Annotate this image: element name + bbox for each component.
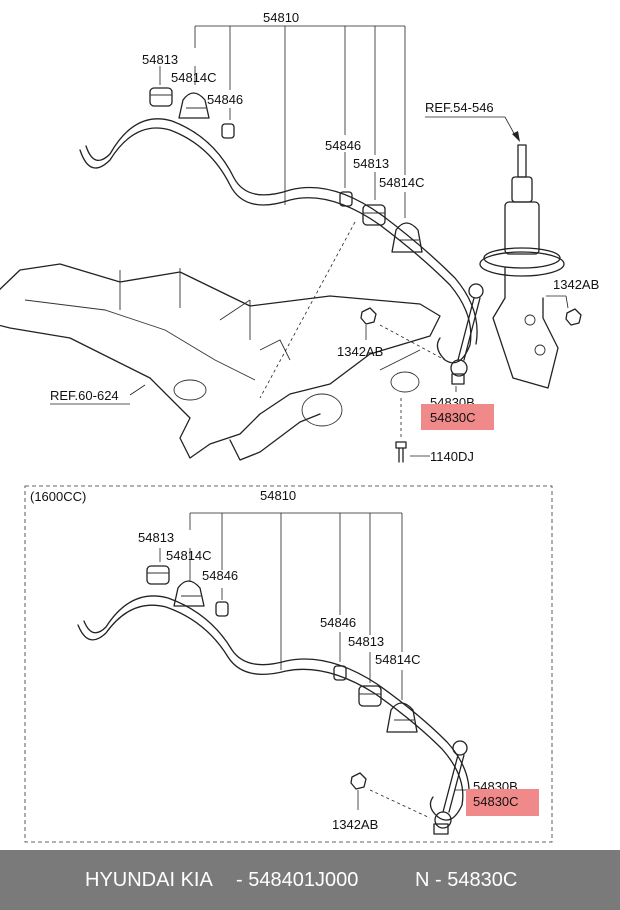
top-bushing-right-label: 54813 bbox=[353, 156, 389, 171]
top-nut-strut-label: 1342AB bbox=[553, 277, 599, 292]
footer-part-number: - 548401J000 bbox=[236, 868, 359, 891]
bottom-stabilizer-link bbox=[433, 740, 468, 835]
footer-ref-number: N - 54830C bbox=[415, 868, 518, 891]
top-link-c-label: 54830C bbox=[430, 410, 476, 425]
top-collar-left bbox=[221, 123, 235, 139]
bottom-nut-link bbox=[350, 772, 367, 790]
bottom-callout-tree bbox=[159, 512, 403, 700]
bottom-bracket-left bbox=[173, 580, 205, 607]
top-ref-crossmember-label: REF.60-624 bbox=[50, 388, 119, 403]
top-bracket-right-label: 54814C bbox=[379, 175, 425, 190]
bottom-collar-left-label: 54846 bbox=[202, 568, 238, 583]
top-nut-link-label: 1342AB bbox=[337, 344, 383, 359]
bottom-collar-right-label: 54846 bbox=[320, 615, 356, 630]
top-bracket-left-label: 54814C bbox=[171, 70, 217, 85]
top-ref-strut-arrowhead bbox=[512, 131, 520, 142]
bottom-nut-link-label: 1342AB bbox=[332, 817, 378, 832]
footer-bar: HYUNDAI KIA - 548401J000 N - 54830C bbox=[0, 850, 620, 910]
bottom-link-c-label: 54830C bbox=[473, 794, 519, 809]
top-nut-strut bbox=[565, 308, 582, 326]
bottom-bracket-left-label: 54814C bbox=[166, 548, 212, 563]
bottom-bushing-right bbox=[358, 685, 382, 707]
top-bushing-left bbox=[149, 87, 173, 107]
bottom-bracket-right bbox=[386, 702, 418, 733]
top-callout-tree bbox=[159, 25, 406, 218]
bottom-bushing-left bbox=[146, 565, 170, 585]
bottom-variant-label: (1600CC) bbox=[30, 489, 86, 504]
bottom-bracket-right-label: 54814C bbox=[375, 652, 421, 667]
top-collar-left-label: 54846 bbox=[207, 92, 243, 107]
footer-brand: HYUNDAI KIA bbox=[85, 868, 213, 891]
top-ref-strut-label: REF.54-546 bbox=[425, 100, 494, 115]
top-stabilizer-link bbox=[450, 283, 484, 385]
top-stabilizer-bar bbox=[79, 118, 478, 364]
top-bushing-left-label: 54813 bbox=[142, 52, 178, 67]
top-strut-assembly bbox=[479, 144, 565, 389]
bottom-bushing-left-label: 54813 bbox=[138, 530, 174, 545]
bottom-stabilizer-bar-label: 54810 bbox=[260, 488, 296, 503]
top-stabilizer-bar-label: 54810 bbox=[263, 10, 299, 25]
top-crossmember bbox=[0, 263, 441, 461]
parts-diagram: 54810 54813 54814C 54846 54846 54813 548… bbox=[0, 10, 599, 843]
top-bracket-left bbox=[178, 92, 210, 119]
top-ref-crossmember-arrow bbox=[129, 384, 146, 396]
top-nut-link bbox=[360, 307, 377, 325]
top-bracket-right bbox=[391, 222, 423, 253]
bottom-bushing-right-label: 54813 bbox=[348, 634, 384, 649]
bottom-collar-left bbox=[215, 601, 229, 617]
top-bolt-label: 1140DJ bbox=[430, 449, 474, 464]
top-collar-right-label: 54846 bbox=[325, 138, 361, 153]
bottom-link-c-highlight bbox=[466, 789, 539, 816]
top-bolt bbox=[395, 441, 407, 463]
top-link-c-highlight bbox=[421, 404, 494, 430]
bottom-stabilizer-bar bbox=[77, 595, 470, 821]
top-bushing-right bbox=[362, 204, 386, 226]
